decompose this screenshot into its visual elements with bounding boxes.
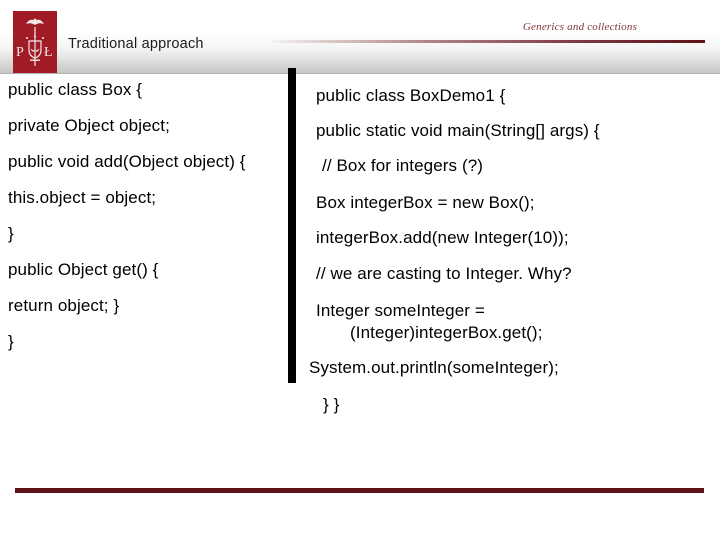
code-line: public Object get() { (8, 260, 159, 279)
code-line: integerBox.add(new Integer(10)); (316, 228, 569, 247)
code-line: // Box for integers (?) (322, 156, 484, 175)
page-title: Traditional approach (68, 36, 204, 52)
code-line: // we are casting to Integer. Why? (316, 264, 572, 283)
code-line: return object; } (8, 296, 120, 315)
code-line: System.out.println(someInteger); (309, 358, 559, 377)
code-line: } (8, 332, 14, 351)
logo-letter-p: P (16, 45, 24, 60)
course-label: Generics and collections (522, 21, 638, 33)
university-logo: P Ł (13, 11, 57, 73)
code-line: public class Box { (8, 80, 143, 99)
code-line: (Integer)integerBox.get(); (350, 323, 543, 342)
column-divider (288, 68, 296, 383)
logo-letter-l: Ł (44, 45, 53, 60)
code-line: this.object = object; (8, 188, 157, 207)
logo-crest-icon: P Ł (16, 18, 53, 66)
code-line: public class BoxDemo1 { (316, 86, 506, 105)
footer-rule (15, 488, 704, 493)
code-line: } } (323, 395, 340, 414)
code-line: private Object object; (8, 116, 170, 135)
code-line: public void add(Object object) { (8, 152, 246, 171)
header-band (0, 33, 720, 74)
code-line: public static void main(String[] args) { (316, 121, 600, 140)
header-accent-line (272, 40, 705, 43)
code-line: Integer someInteger = (316, 301, 485, 320)
code-line: Box integerBox = new Box(); (316, 193, 535, 212)
code-line: } (8, 224, 14, 243)
